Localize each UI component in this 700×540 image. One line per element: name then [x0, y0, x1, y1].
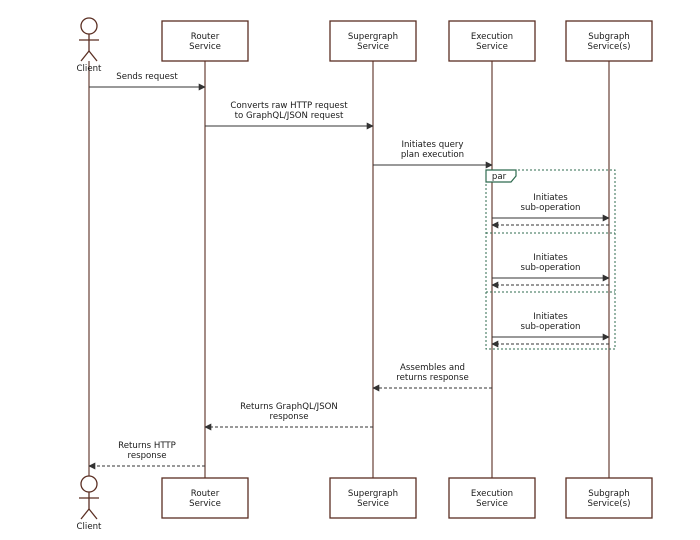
participant-box [329, 20, 417, 62]
actor-leg-right-icon [88, 50, 98, 62]
participant-box [161, 477, 249, 519]
message-label-line: Initiates [533, 253, 568, 263]
participant-box [565, 477, 653, 519]
actor-leg-left-icon [80, 508, 90, 520]
participant-label-line: Service [189, 42, 221, 52]
actor-head-icon [80, 475, 98, 493]
participant-label-line: Service [357, 42, 389, 52]
actor-label-line: Client [77, 64, 103, 74]
message-label-line: sub-operation [521, 322, 581, 332]
actor-leg-right-icon [88, 508, 98, 520]
participant-box [329, 477, 417, 519]
participant-box [448, 20, 536, 62]
message-label-line: response [269, 412, 308, 422]
participant-label-line: Service(s) [588, 499, 631, 509]
actor-label-line: Client [77, 522, 103, 532]
message-label-line: Converts raw HTTP request [230, 101, 348, 111]
message-label-line: to GraphQL/JSON request [235, 111, 344, 121]
message-label-line: sub-operation [521, 263, 581, 273]
participant-box [565, 20, 653, 62]
participant-label-line: Router [191, 489, 220, 499]
actor-label: Client [77, 64, 103, 74]
message-label-line: Initiates [533, 312, 568, 322]
participant-label-line: Service [189, 499, 221, 509]
participant-label-line: Execution [471, 32, 513, 42]
actor-top-client: Client [77, 17, 103, 74]
par-fragment-label: par [492, 172, 507, 182]
participant-box [448, 477, 536, 519]
par-fragment-frame [485, 169, 616, 350]
participant-label-line: Supergraph [348, 32, 398, 42]
participant-label-line: Service [476, 42, 508, 52]
participant-label-line: Subgraph [588, 489, 630, 499]
participant-label-line: Execution [471, 489, 513, 499]
par-fragment-tag [485, 169, 517, 183]
message-label-line: Initiates [533, 193, 568, 203]
message-label-line: Initiates query [401, 140, 463, 150]
actor-head-icon [80, 17, 98, 35]
message-label-line: sub-operation [521, 203, 581, 213]
message-label-line: Returns GraphQL/JSON [240, 402, 338, 412]
participant-label-line: Service [476, 499, 508, 509]
actor-label: Client [77, 522, 103, 532]
actor-leg-left-icon [80, 50, 90, 62]
participant-label-line: Service [357, 499, 389, 509]
message-label-line: Sends request [116, 72, 178, 82]
message-label-line: plan execution [401, 150, 464, 160]
message-label-line: Returns HTTP [118, 441, 176, 451]
actor-bottom-client: Client [77, 475, 103, 532]
message-label-line: returns response [396, 373, 469, 383]
participant-label-line: Service(s) [588, 42, 631, 52]
message-0: Sends request [89, 72, 206, 91]
participant-box [161, 20, 249, 62]
participant-label-line: Supergraph [348, 489, 398, 499]
message-label-line: Assembles and [400, 363, 465, 373]
participant-label-line: Subgraph [588, 32, 630, 42]
message-label-line: response [127, 451, 166, 461]
message-label: Sends request [116, 72, 178, 82]
participant-label-line: Router [191, 32, 220, 42]
